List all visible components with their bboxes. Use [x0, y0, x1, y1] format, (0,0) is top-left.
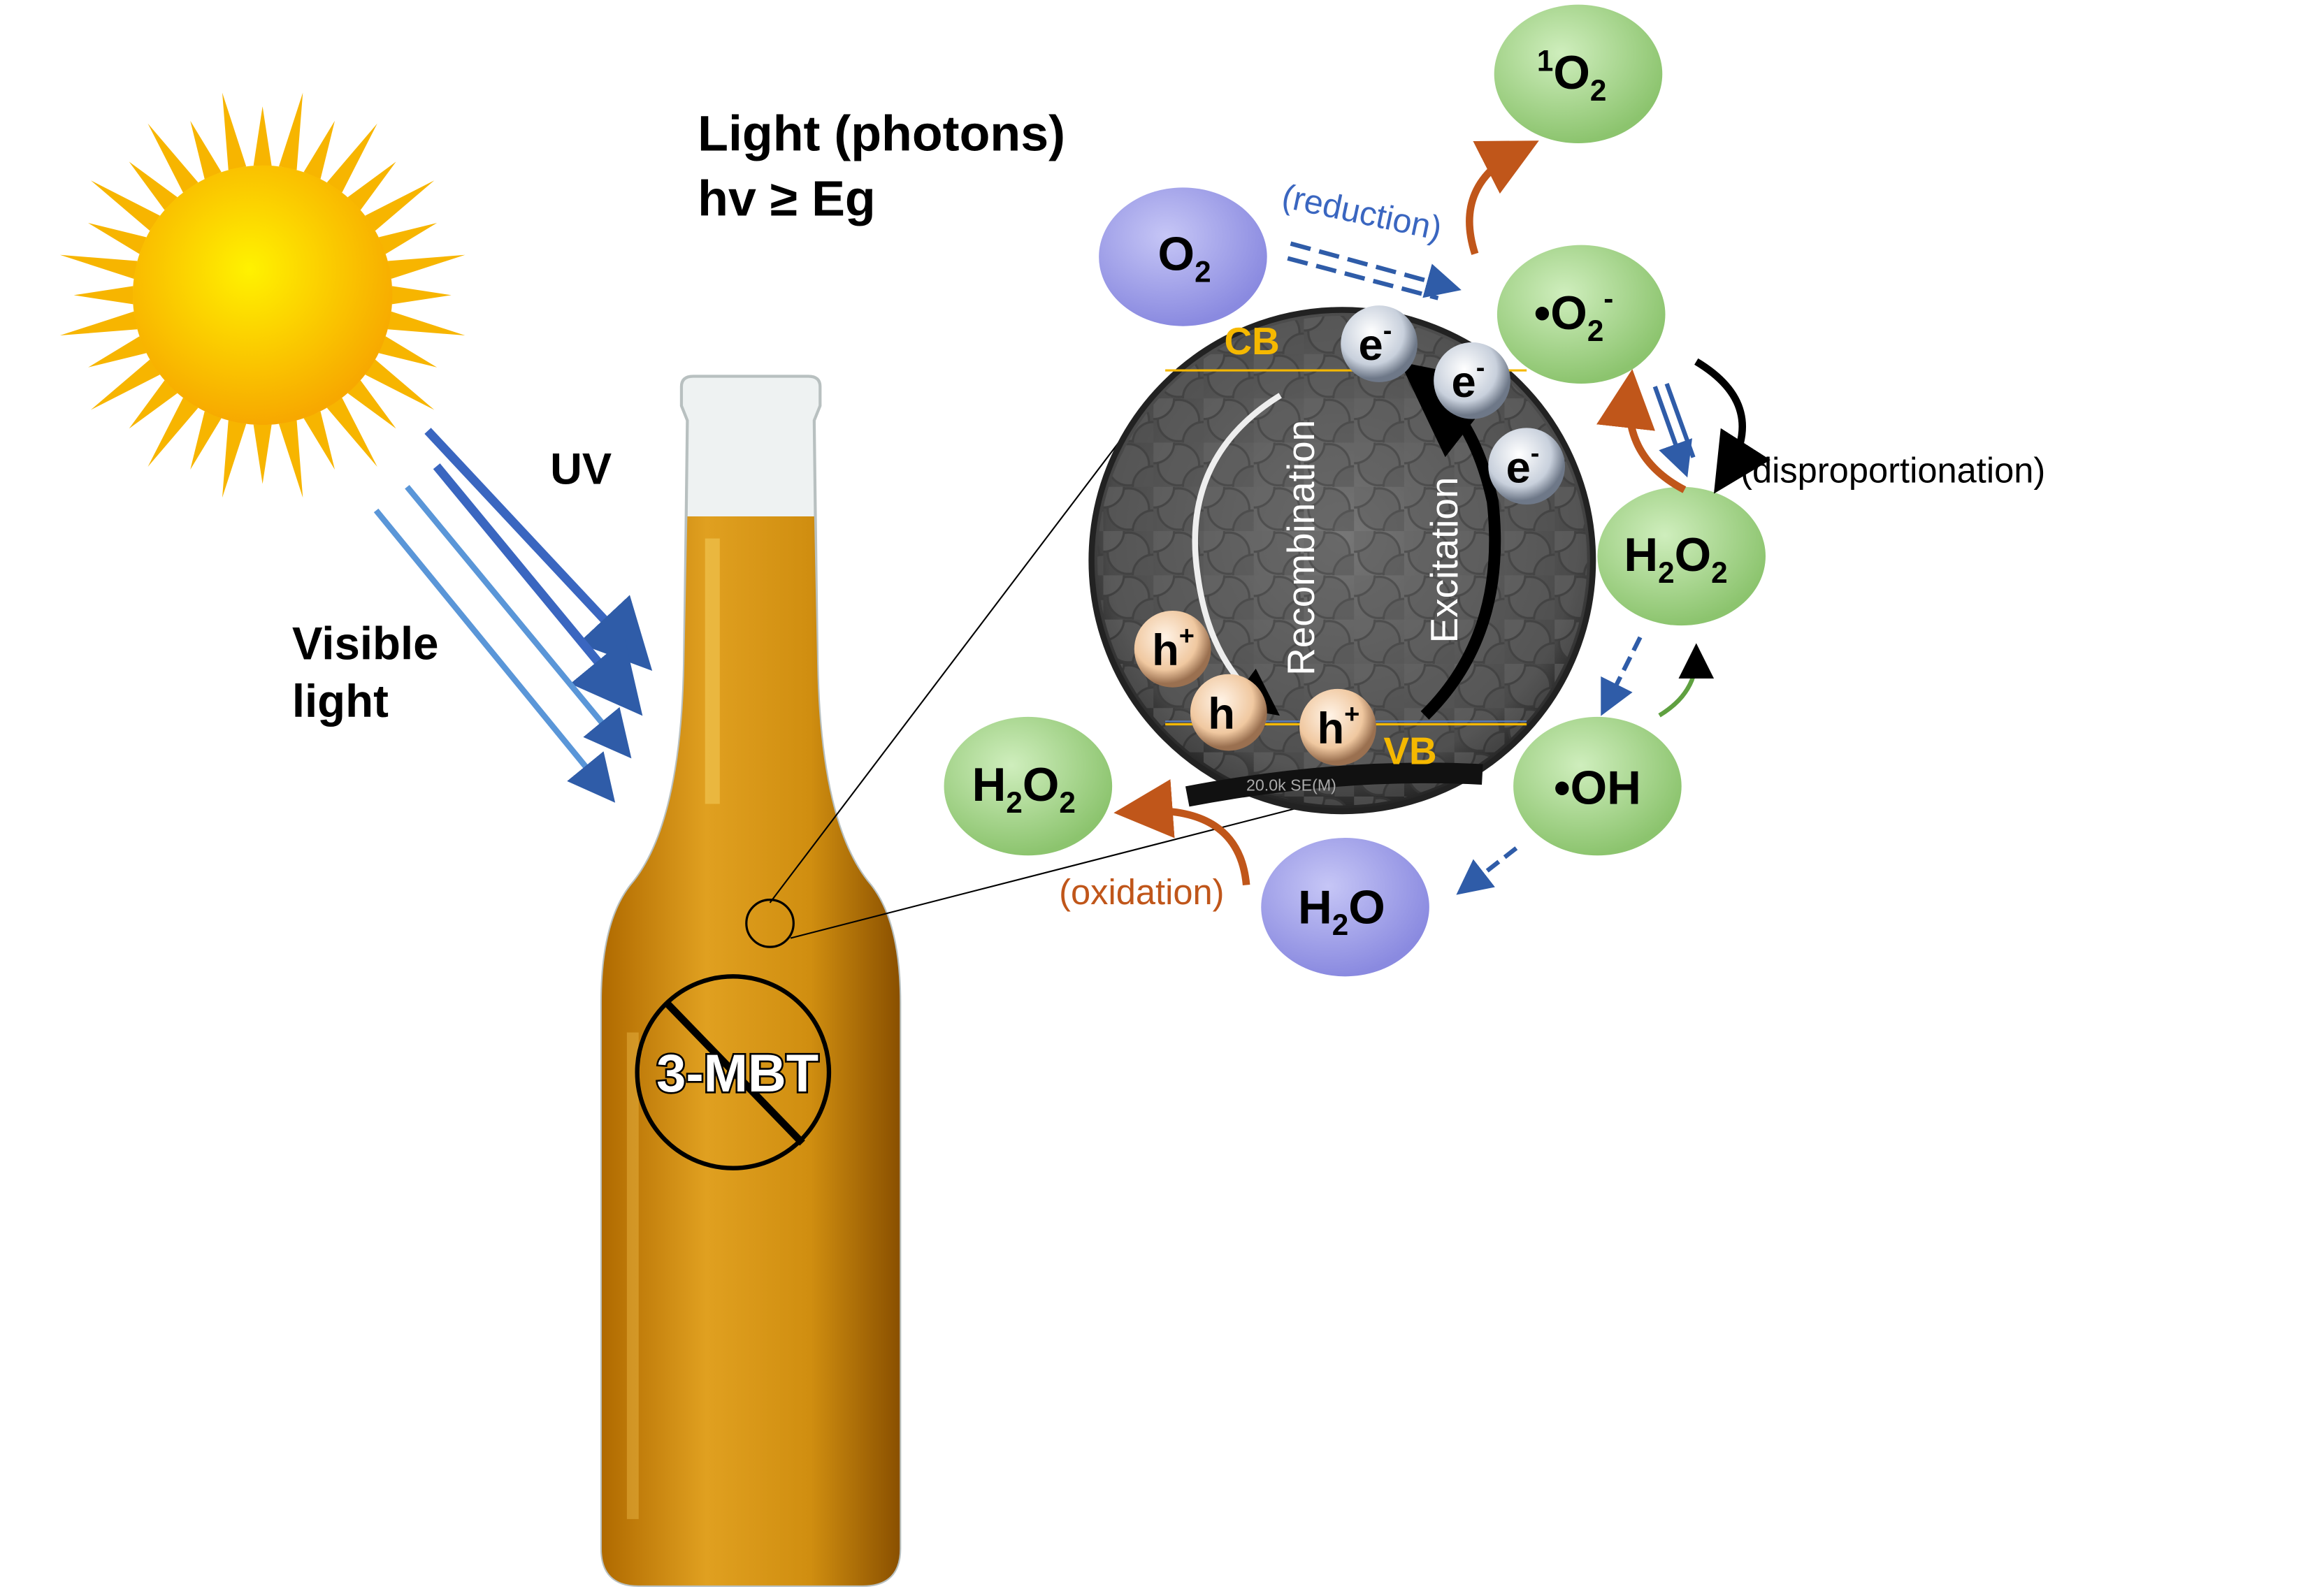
sun-ray — [222, 420, 247, 498]
sun-ray — [378, 336, 438, 368]
sun-ray — [190, 120, 222, 180]
hole-ball: h+ — [1299, 688, 1376, 766]
sun-ray — [378, 223, 438, 254]
svg-text:•OH: •OH — [1554, 762, 1641, 814]
sun-ray — [365, 180, 435, 231]
sun-ray — [90, 359, 160, 410]
oxidation-label: (oxidation) — [1059, 872, 1224, 912]
sun-ray — [129, 380, 178, 429]
sem-caption: 20.0k SE(M) — [1246, 776, 1336, 794]
no-3mbt-symbol: 3-MBT — [635, 974, 832, 1170]
svg-text:h: h — [1208, 690, 1235, 739]
sun-ray — [88, 336, 147, 368]
svg-text:H2O2: H2O2 — [972, 759, 1076, 819]
svg-text:H2O: H2O — [1298, 881, 1385, 941]
recombination-arrow — [1192, 393, 1282, 716]
sun-ray — [59, 254, 138, 280]
vb-label: VB — [1383, 729, 1436, 772]
sun-ray — [387, 254, 466, 280]
uv-rays — [424, 428, 653, 716]
3mbt-label: 3-MBT — [656, 1044, 818, 1103]
sun-ray — [303, 411, 335, 470]
visible-light-label-line2: light — [292, 676, 389, 727]
sun-ray — [387, 311, 466, 336]
sun-ray — [147, 123, 199, 193]
band-gap-condition-label: hv ≥ Eg — [698, 171, 876, 226]
sun-ray — [365, 359, 435, 410]
sun-ray — [347, 380, 396, 429]
sun-ray — [73, 286, 134, 305]
reaction-arrows — [1113, 140, 1770, 895]
sun-ray — [279, 92, 303, 171]
sun-ray — [391, 286, 452, 305]
sun-ray — [253, 424, 272, 484]
zoom-line-bottom — [790, 795, 1343, 939]
zoom-line-top — [769, 415, 1139, 904]
sun-ray — [129, 161, 178, 210]
visible-light-label-line1: Visible — [292, 618, 439, 669]
sun-ray — [253, 106, 272, 166]
sun-icon — [59, 92, 466, 498]
electron-ball: e- — [1488, 428, 1565, 505]
visible-light-rays — [373, 485, 632, 803]
h2o-bubble: H2O — [1261, 837, 1429, 977]
sun-ray — [90, 180, 160, 231]
sun-ray — [88, 223, 147, 254]
sun-ray — [279, 420, 303, 498]
h2o2-left-bubble: H2O2 — [944, 716, 1113, 856]
sun-ray — [326, 123, 377, 193]
superoxide-bubble: •O2- — [1496, 245, 1666, 384]
zoom-spot — [745, 899, 795, 948]
svg-text:•O2-: •O2- — [1534, 282, 1614, 347]
singlet-oxygen-bubble: 1O2 — [1494, 4, 1663, 144]
svg-text:1O2: 1O2 — [1537, 45, 1606, 107]
sun-ray — [347, 161, 396, 210]
light-photons-label: Light (photons) — [698, 106, 1065, 162]
recombination-label: Recombination — [1279, 420, 1322, 676]
uv-label: UV — [550, 445, 612, 494]
o2-bubble: O2 — [1099, 187, 1267, 326]
reduction-label: (reduction) — [1278, 177, 1445, 248]
excitation-label: Excitation — [1422, 477, 1466, 644]
sun-ray — [147, 398, 199, 467]
disproportionation-label: (disproportionation) — [1740, 450, 2045, 490]
sun-ray — [190, 411, 222, 470]
h2o2-right-bubble: H2O2 — [1597, 486, 1766, 626]
hydroxyl-radical-bubble: •OH — [1513, 716, 1682, 856]
beer-bottle — [600, 375, 902, 1587]
hole-ball: h — [1190, 674, 1267, 751]
sun-ray — [326, 398, 377, 467]
sun-ray — [59, 311, 138, 336]
electron-ball: e- — [1341, 305, 1418, 382]
electron-ball: e- — [1434, 342, 1510, 419]
sun-ray — [303, 120, 335, 180]
cb-label: CB — [1225, 319, 1280, 363]
sun-ray — [222, 92, 247, 171]
hole-ball: h+ — [1134, 610, 1211, 688]
svg-text:O2: O2 — [1158, 228, 1211, 289]
svg-text:H2O2: H2O2 — [1624, 529, 1727, 589]
